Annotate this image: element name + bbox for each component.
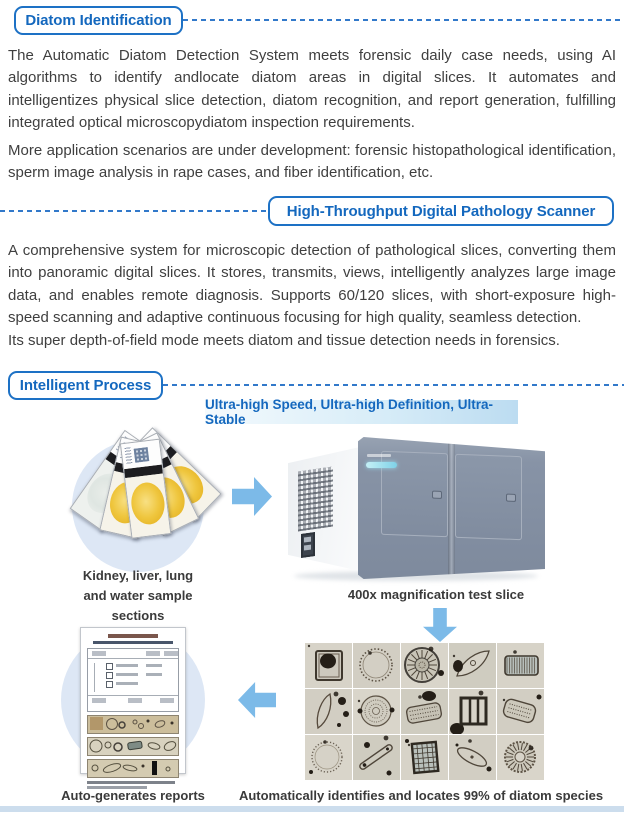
diatom-cell-pointed-oval: [449, 643, 496, 688]
status-indicator-light: [366, 462, 397, 468]
diatom-cell-grid-square: [401, 735, 448, 780]
caption-samples: Kidney, liver, lung and water sample sec…: [82, 568, 194, 623]
brand-logo: [367, 454, 391, 457]
diatom-cell-ribbed-capsule: [497, 643, 544, 688]
report-checkbox-row: [102, 680, 178, 689]
diatom-cell-frame-blob: [305, 643, 352, 688]
report-document-image: [80, 627, 186, 789]
caption-scanner: 400x magnification test slice: [347, 587, 525, 602]
dashed-divider: [183, 19, 624, 21]
feature-banner-text: Ultra-high Speed, Ultra-high Definition,…: [205, 397, 493, 427]
dashed-divider: [0, 210, 268, 212]
scanner-front-panel: [358, 437, 545, 579]
diatom-cell-dotted-capsule: [401, 689, 448, 734]
diatom-cell-dotted-disc: [353, 689, 400, 734]
section-title-pathology-scanner: High-Throughput Digital Pathology Scanne…: [268, 196, 614, 226]
diatom-cell-ladder-box: [449, 689, 496, 734]
diatom-cell-wheel-disc: [401, 643, 448, 688]
diatom-cell-dotted-circle: [305, 735, 352, 780]
sample-slides-image: [63, 427, 222, 573]
scanner-machine-image: [288, 437, 545, 581]
report-title-line: [108, 634, 158, 638]
section-title-diatom-identification: Diatom Identification: [14, 6, 183, 35]
section-title-text: Diatom Identification: [25, 12, 172, 29]
paragraph-application-scenarios: More application scenarios are under dev…: [8, 142, 616, 182]
report-footer-line: [87, 781, 175, 784]
diatom-cell-dotted-pill: [497, 689, 544, 734]
vent-grid: [298, 466, 333, 532]
paragraph-scanner-depth: Its super depth-of-field mode meets diat…: [8, 331, 560, 349]
page-bottom-bar: [0, 806, 624, 812]
scanner-side-panel: [288, 447, 360, 571]
report-form-row: [88, 649, 178, 659]
report-micrograph-strip: [87, 715, 179, 734]
caption-identify: Automatically identifies and locates 99%…: [238, 788, 604, 803]
report-micrograph-strip: [87, 759, 179, 778]
door-divider: [448, 441, 455, 575]
report-form-table: [87, 648, 179, 712]
diatom-cell-spoke-disc: [497, 735, 544, 780]
paragraph-diatom-system: The Automatic Diatom Detection System me…: [8, 47, 616, 132]
diatom-species-grid: [305, 643, 544, 780]
report-footer-line: [87, 786, 147, 789]
qr-code: [133, 447, 150, 463]
report-form-row: [88, 696, 178, 705]
door-button: [506, 493, 516, 502]
door-button: [432, 490, 442, 499]
diatom-cell-rod: [353, 735, 400, 780]
slide-label: [121, 439, 162, 470]
section-title-text: High-Throughput Digital Pathology Scanne…: [286, 202, 596, 220]
diatom-cell-thin-oval: [449, 735, 496, 780]
arrow-right-icon: [232, 477, 272, 516]
section-title-intelligent-process: Intelligent Process: [8, 371, 163, 400]
report-checkbox-section: [88, 659, 178, 696]
report-checkbox-row: [102, 671, 178, 680]
arrow-left-icon: [238, 682, 276, 718]
arrow-down-icon: [423, 608, 457, 642]
report-subtitle-line: [93, 641, 173, 644]
section-title-text: Intelligent Process: [19, 377, 152, 394]
report-micrograph-strip: [87, 737, 179, 756]
report-checkbox-row: [102, 662, 178, 671]
scanner-door-right: [455, 453, 522, 541]
paragraph-scanner-description: A comprehensive system for microscopic d…: [8, 240, 616, 352]
paragraph-scanner-main: A comprehensive system for microscopic d…: [8, 242, 616, 327]
diatom-cell-thin-leaf: [305, 689, 352, 734]
slide-specimen: [125, 473, 171, 538]
dashed-divider: [163, 384, 624, 386]
diatom-cell-tick-circle: [353, 643, 400, 688]
feature-banner: Ultra-high Speed, Ultra-high Definition,…: [205, 397, 518, 427]
connector-port: [301, 532, 315, 558]
caption-reports: Auto-generates reports: [61, 788, 205, 803]
